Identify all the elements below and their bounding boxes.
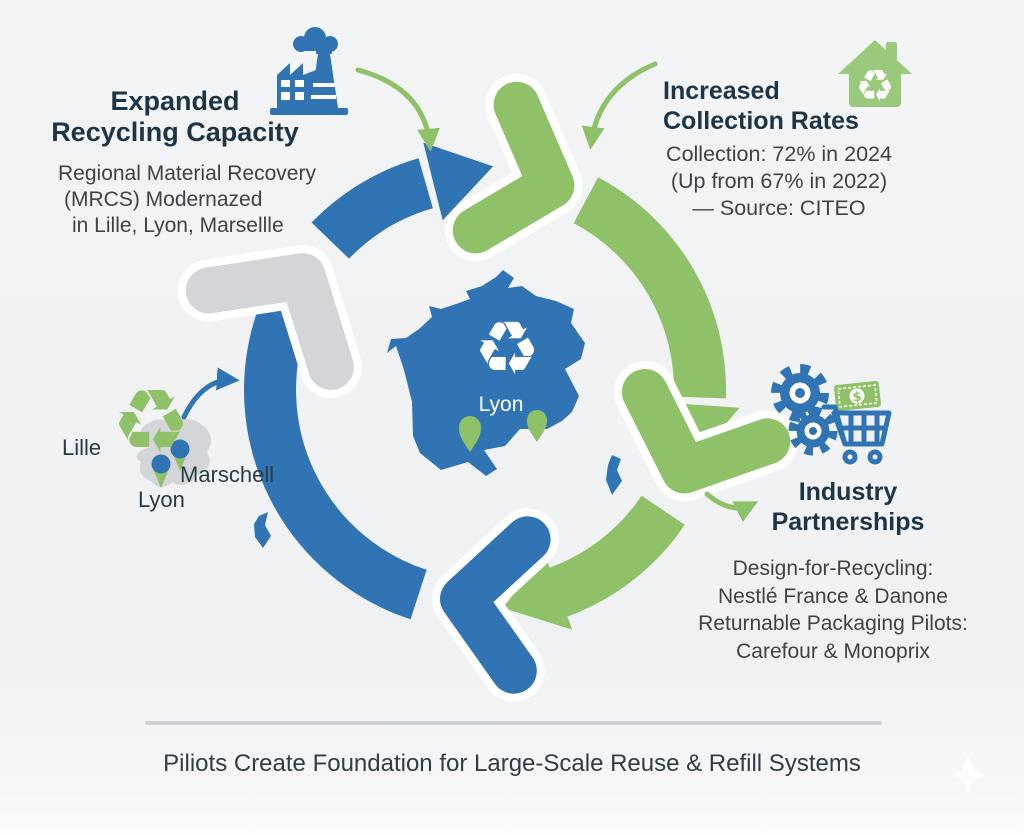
rates-title: Increased Collection Rates	[663, 76, 903, 136]
partnerships-title-line1: Industry	[798, 478, 898, 506]
rates-body-line1: Collection: 72% in 2024	[666, 142, 892, 166]
connector-arrow-minimap	[181, 367, 240, 420]
rates-body-line2: (Up from 67% in 2022)	[670, 169, 888, 193]
recycle-symbol-map: ♻	[474, 306, 540, 392]
map-pin-icon	[170, 439, 190, 459]
map-pin-icon	[151, 454, 171, 474]
map-pin-icon	[527, 410, 547, 442]
rates-body-source: — Source: CITEO	[692, 196, 866, 220]
partnerships-body-line2: Nestlé France & Danone	[718, 584, 948, 608]
connector-arrow-partnerships	[704, 491, 759, 522]
rates-body: Collection: 72% in 2024 (Up from 67% in …	[648, 141, 910, 222]
connector-arrow-factory	[355, 67, 440, 152]
blue-arrowhead-top	[423, 142, 494, 221]
minimap-label-lyon: Lyon	[138, 487, 185, 512]
capacity-body-line3: in Lille, Lyon, Marsellle	[72, 214, 284, 237]
rates-title-line1: Increased	[663, 77, 780, 105]
france-map: ♻	[254, 270, 622, 548]
blue-chevron-bottom	[432, 508, 559, 702]
rates-title-line2: Collection Rates	[663, 107, 859, 135]
partnerships-body-line1: Design-for-Recycling:	[732, 557, 934, 580]
connector-arrow-collection	[581, 61, 658, 150]
money-icon: $	[834, 380, 881, 411]
capacity-body-line1: Regional Material Recovery	[58, 162, 316, 185]
capacity-title: Expanded Recycling Capacity	[30, 86, 320, 148]
minimap-label-lille: Lille	[62, 435, 102, 460]
partnerships-body: Design-for-Recycling: Nestlé France & Da…	[683, 555, 983, 665]
footer-divider	[145, 721, 882, 725]
factory-icon	[270, 27, 348, 115]
island-blob-left	[254, 512, 271, 548]
green-arc-right	[573, 177, 726, 399]
recycle-house-icon: ♻	[838, 40, 912, 112]
green-arrowhead-bottom	[502, 554, 573, 630]
capacity-body: Regional Material Recovery (MRCS) Modern…	[58, 161, 348, 239]
partnerships-body-line4: Carefour & Monoprix	[736, 639, 930, 663]
green-chevron-top	[444, 73, 583, 262]
partnerships-body-line3: Returnable Packaging Pilots:	[698, 612, 968, 635]
capacity-title-line2: Recycling Capacity	[51, 117, 299, 147]
corsica-island	[606, 455, 622, 495]
footer-text: Piliots Create Foundation for Large-Scal…	[163, 750, 861, 777]
mini-map: ♻	[112, 370, 212, 488]
map-pin-icon	[459, 416, 481, 452]
map-pin-icon	[153, 469, 169, 488]
svg-text:$: $	[852, 390, 863, 406]
partnerships-title-line2: Partnerships	[771, 508, 925, 536]
sparkle-icon	[951, 752, 986, 796]
blue-arc-top	[311, 158, 434, 260]
minimap-label-marschell: Marschell	[180, 462, 275, 487]
recycle-icon: ♻	[112, 370, 191, 473]
shopping-cart-icon	[821, 404, 892, 465]
cycle-ring	[177, 73, 799, 702]
map-label-lyon: Lyon	[478, 393, 524, 416]
capacity-title-line1: Expanded	[110, 86, 240, 116]
gears-icon	[771, 364, 838, 456]
green-arc-bottom	[542, 495, 685, 620]
green-chevron-right	[613, 361, 799, 502]
partnerships-title: Industry Partnerships	[758, 477, 938, 537]
svg-text:♻: ♻	[855, 61, 894, 112]
capacity-body-line2: (MRCS) Modernazed	[64, 188, 263, 211]
gray-chevron	[177, 245, 362, 398]
blue-arc-left	[244, 307, 428, 620]
map-pin-icon	[173, 454, 187, 471]
